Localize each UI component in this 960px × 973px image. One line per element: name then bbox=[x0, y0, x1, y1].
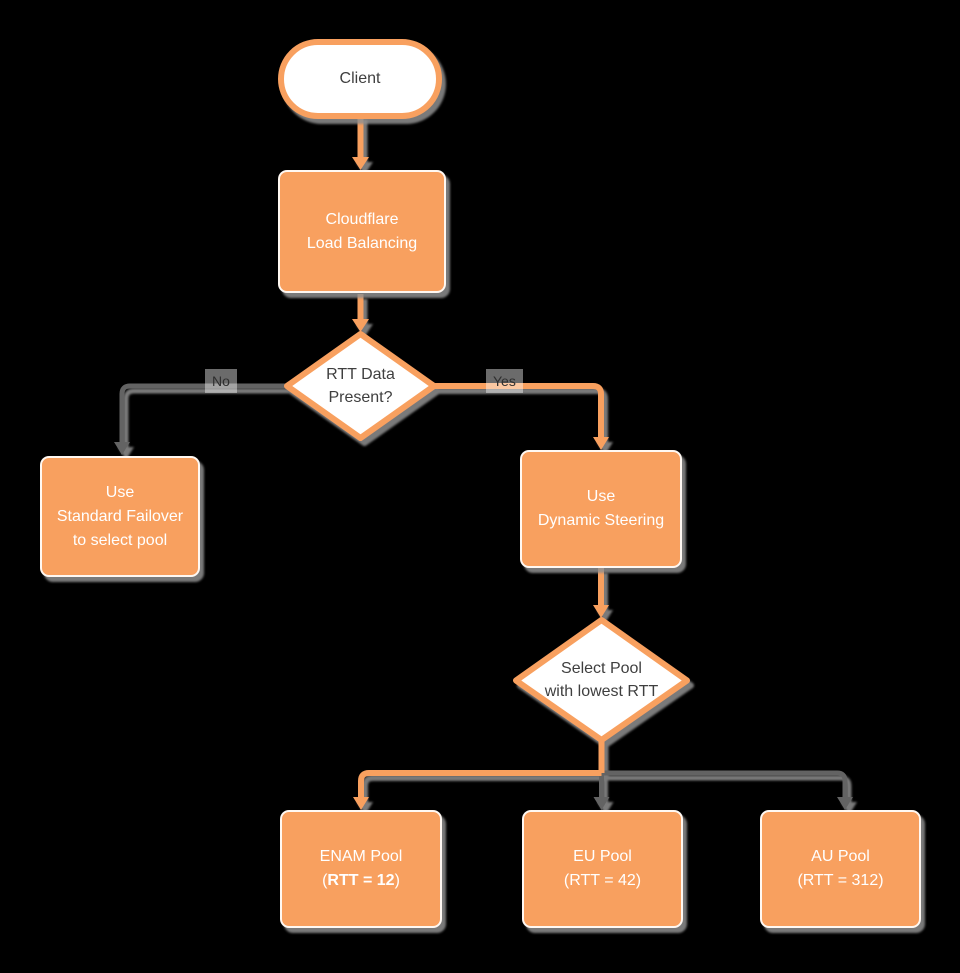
edge-steering-to-select-arrowhead-icon bbox=[593, 605, 609, 618]
decision-select-pool-line2: with lowest RTT bbox=[544, 683, 659, 700]
decision-select-pool-diamond bbox=[513, 617, 690, 743]
node-standard-failover: Use Standard Failover to select pool bbox=[40, 456, 200, 577]
edge-to-enam-arrowhead-icon bbox=[353, 797, 369, 810]
decision-rtt-present-line2: Present? bbox=[328, 389, 393, 406]
node-client: Client bbox=[278, 39, 442, 119]
node-enam-pool-rtt-close: ) bbox=[394, 872, 400, 889]
edge-no-line bbox=[119, 383, 288, 442]
node-standard-failover-line2: Standard Failover bbox=[56, 507, 184, 525]
node-au-pool-rtt: (RTT = 312) bbox=[797, 872, 884, 889]
edge-yes-line bbox=[433, 383, 604, 437]
edge-client-to-lb-arrowhead-icon bbox=[352, 157, 369, 170]
decision-rtt-present-line1: RTT Data bbox=[326, 366, 395, 383]
edge-to-au-arrowhead-icon bbox=[837, 797, 853, 810]
node-au-pool-name: AU Pool bbox=[811, 848, 870, 865]
edge-to-au-line bbox=[601, 770, 848, 797]
edge-no-arrowhead-icon bbox=[114, 442, 130, 455]
decision-rtt-present-diamond bbox=[284, 331, 437, 441]
node-dynamic-steering-line2: Dynamic Steering bbox=[537, 512, 665, 529]
node-enam-pool-rtt-value: RTT = 12 bbox=[327, 872, 395, 889]
node-dynamic-steering-line1: Use bbox=[586, 488, 616, 505]
node-eu-pool-name: EU Pool bbox=[573, 848, 632, 865]
node-load-balancing: Cloudflare Load Balancing bbox=[278, 170, 446, 293]
node-enam-pool: ENAM Pool (RTT = 12) bbox=[280, 810, 442, 928]
node-enam-pool-name: ENAM Pool bbox=[319, 848, 403, 865]
decision-select-pool-label: Select Pool with lowest RTT bbox=[516, 654, 687, 706]
node-load-balancing-line2: Load Balancing bbox=[306, 234, 418, 252]
node-standard-failover-line1: Use bbox=[105, 483, 135, 501]
edge-label-yes: Yes bbox=[486, 369, 523, 393]
edge-label-no: No bbox=[205, 369, 237, 393]
decision-select-pool-line1: Select Pool bbox=[561, 660, 642, 677]
edge-to-enam-line bbox=[358, 770, 602, 797]
node-load-balancing-line1: Cloudflare bbox=[325, 210, 399, 228]
edge-yes-arrowhead-icon bbox=[593, 437, 609, 450]
node-eu-pool: EU Pool (RTT = 42) bbox=[522, 810, 683, 928]
node-enam-pool-rtt-open: ( bbox=[322, 872, 328, 889]
decision-rtt-present-label: RTT Data Present? bbox=[287, 360, 434, 412]
node-eu-pool-rtt: (RTT = 42) bbox=[563, 872, 642, 889]
node-dynamic-steering: Use Dynamic Steering bbox=[520, 450, 682, 568]
edge-lb-to-decision-arrowhead-icon bbox=[352, 319, 369, 332]
edge-to-eu-arrowhead-icon bbox=[593, 797, 610, 810]
node-au-pool: AU Pool (RTT = 312) bbox=[760, 810, 921, 928]
node-standard-failover-line3: to select pool bbox=[72, 531, 168, 549]
node-client-label: Client bbox=[339, 70, 381, 87]
node-enam-pool-rtt: (RTT = 12) bbox=[322, 869, 400, 893]
